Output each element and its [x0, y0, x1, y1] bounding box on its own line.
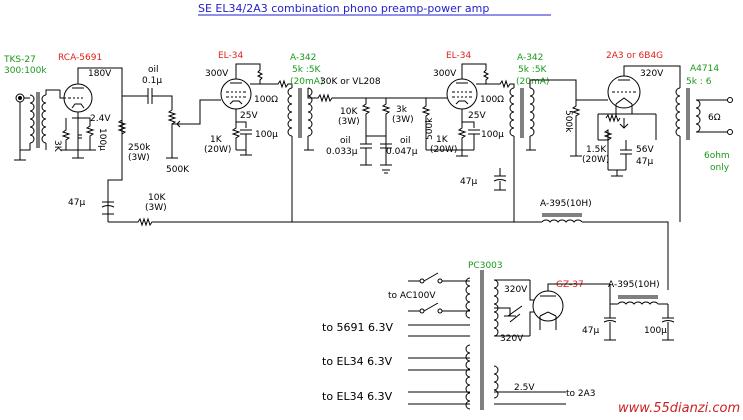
ac100-label: to AC100V	[388, 291, 436, 301]
a342-2-ratio-label: 5k :5K	[518, 65, 548, 75]
choke-a395-2-icon	[617, 295, 659, 305]
rectifier-gz37-icon	[532, 290, 564, 322]
tks27-ratio-label: 300:100k	[4, 66, 47, 76]
r3k-2-label: 3k	[396, 105, 408, 115]
a342-1-current-label: (20mA)	[290, 77, 323, 87]
speaker-output-terminals-icon	[727, 97, 733, 135]
capacitor-47u-1-icon	[101, 201, 115, 208]
a342-1-ratio-label: 5k :5K	[292, 65, 322, 75]
el34-2-tube-icon	[446, 78, 478, 110]
r500k-3-label: 500k	[563, 110, 573, 133]
c01u-label: 0.1μ	[142, 76, 162, 86]
el34-1-tube-icon	[220, 78, 252, 110]
c0047-label: 0.047μ	[386, 147, 418, 157]
heater-el34b-label: to EL34 6.3V	[322, 390, 393, 403]
c100u-2-label: 100μ	[255, 130, 278, 140]
oil1-label: oil	[148, 65, 159, 75]
triode-2a3-icon	[607, 75, 641, 109]
c0033-label: 0.033μ	[326, 147, 358, 157]
v300-2-label: 300V	[433, 69, 457, 79]
v320-1-label: 320V	[640, 69, 664, 79]
r250k-label: 250k	[128, 143, 151, 153]
choke-a395-1-icon	[541, 213, 583, 223]
c100u-4-label: 100μ	[644, 326, 667, 336]
tube-2a3-label: 2A3 or 6B4G	[606, 51, 663, 61]
output-transformer-icon	[675, 87, 701, 140]
v56-label: 56V	[636, 145, 654, 155]
v300-1-label: 300V	[205, 69, 229, 79]
r1k-2-label: 1K	[436, 135, 449, 145]
r100ohm-2-label: 100Ω	[480, 95, 504, 105]
a342-1-label: A-342	[290, 53, 316, 63]
a342-2-label: A-342	[517, 53, 543, 63]
to-2a3-label: to 2A3	[566, 389, 596, 399]
r15k-watt-label: (20W)	[582, 155, 609, 165]
watermark-text: www.55dianzi.com	[618, 401, 740, 416]
oil3-label: oil	[400, 136, 411, 146]
el34-2-label: EL-34	[446, 51, 472, 61]
tks27-label: TKS-27	[3, 55, 36, 65]
r500k-label: 500K	[166, 165, 190, 175]
input-jack-icon	[15, 93, 25, 103]
potentiometer-500k-icon	[167, 109, 185, 150]
v25-heater-label: 2.5V	[514, 383, 535, 393]
a4714-ratio-label: 5k : 6	[686, 77, 712, 87]
c47u-3-label: 47μ	[636, 157, 653, 167]
input-transformer-icon	[29, 92, 47, 148]
heater-5691-label: to 5691 6.3V	[322, 321, 394, 334]
power-transformer-icon	[465, 270, 499, 410]
interstage-transformer-2-icon	[509, 87, 535, 138]
r30k-label: 30K or VL208	[320, 77, 381, 87]
r1k-1-label: 1K	[210, 135, 223, 145]
r10k-2-label: 10K	[340, 107, 358, 117]
c47u-4-label: 47μ	[582, 326, 599, 336]
v24-label: 2.4V	[90, 114, 111, 124]
r500k-2-label: 500k	[425, 117, 435, 140]
r3k-label: 3K	[52, 140, 62, 153]
only-label: only	[710, 163, 730, 173]
heater-el34a-label: to EL34 6.3V	[322, 355, 393, 368]
r15k-label: 1.5K	[586, 145, 607, 155]
v25-2-label: 25V	[468, 111, 486, 121]
gz37-label: GZ-37	[556, 280, 584, 290]
ohm6-only-label: 6ohm	[704, 151, 730, 161]
ohm6-label: 6Ω	[708, 113, 721, 123]
a342-2-current-label: (20mA)	[516, 77, 549, 87]
pc3003-label: PC3003	[468, 261, 503, 271]
c47u-2-label: 47μ	[460, 177, 477, 187]
r10k-label: 10K	[148, 193, 166, 203]
r1k-1-watt-label: (20W)	[204, 145, 231, 155]
v320-3-label: 320V	[500, 334, 524, 344]
r250k-watt-label: (3W)	[128, 153, 150, 163]
triode-5691-icon	[63, 83, 93, 113]
c47u-1-label: 47μ	[68, 198, 85, 208]
a395-1-label: A-395(10H)	[540, 199, 592, 209]
c100u-3-label: 100μ	[481, 130, 504, 140]
r3k-2-watt-label: (3W)	[392, 115, 414, 125]
c100u-1-label: 100μ	[97, 128, 107, 151]
oil2-label: oil	[340, 136, 351, 146]
el34-1-label: EL-34	[218, 51, 244, 61]
a4714-label: A4714	[690, 64, 719, 74]
v25-1-label: 25V	[240, 111, 258, 121]
capacitor-01u-icon	[147, 88, 153, 104]
v320-2-label: 320V	[504, 285, 528, 295]
r100ohm-1-label: 100Ω	[254, 95, 278, 105]
diagram-title: SE EL34/2A3 combination phono preamp-pow…	[198, 2, 489, 15]
a395-2-label: A-395(10H)	[608, 280, 660, 290]
r10k-2-watt-label: (3W)	[338, 117, 360, 127]
v180-label: 180V	[88, 69, 112, 79]
rca5691-label: RCA-5691	[58, 53, 102, 63]
r10k-watt-label: (3W)	[145, 203, 167, 213]
